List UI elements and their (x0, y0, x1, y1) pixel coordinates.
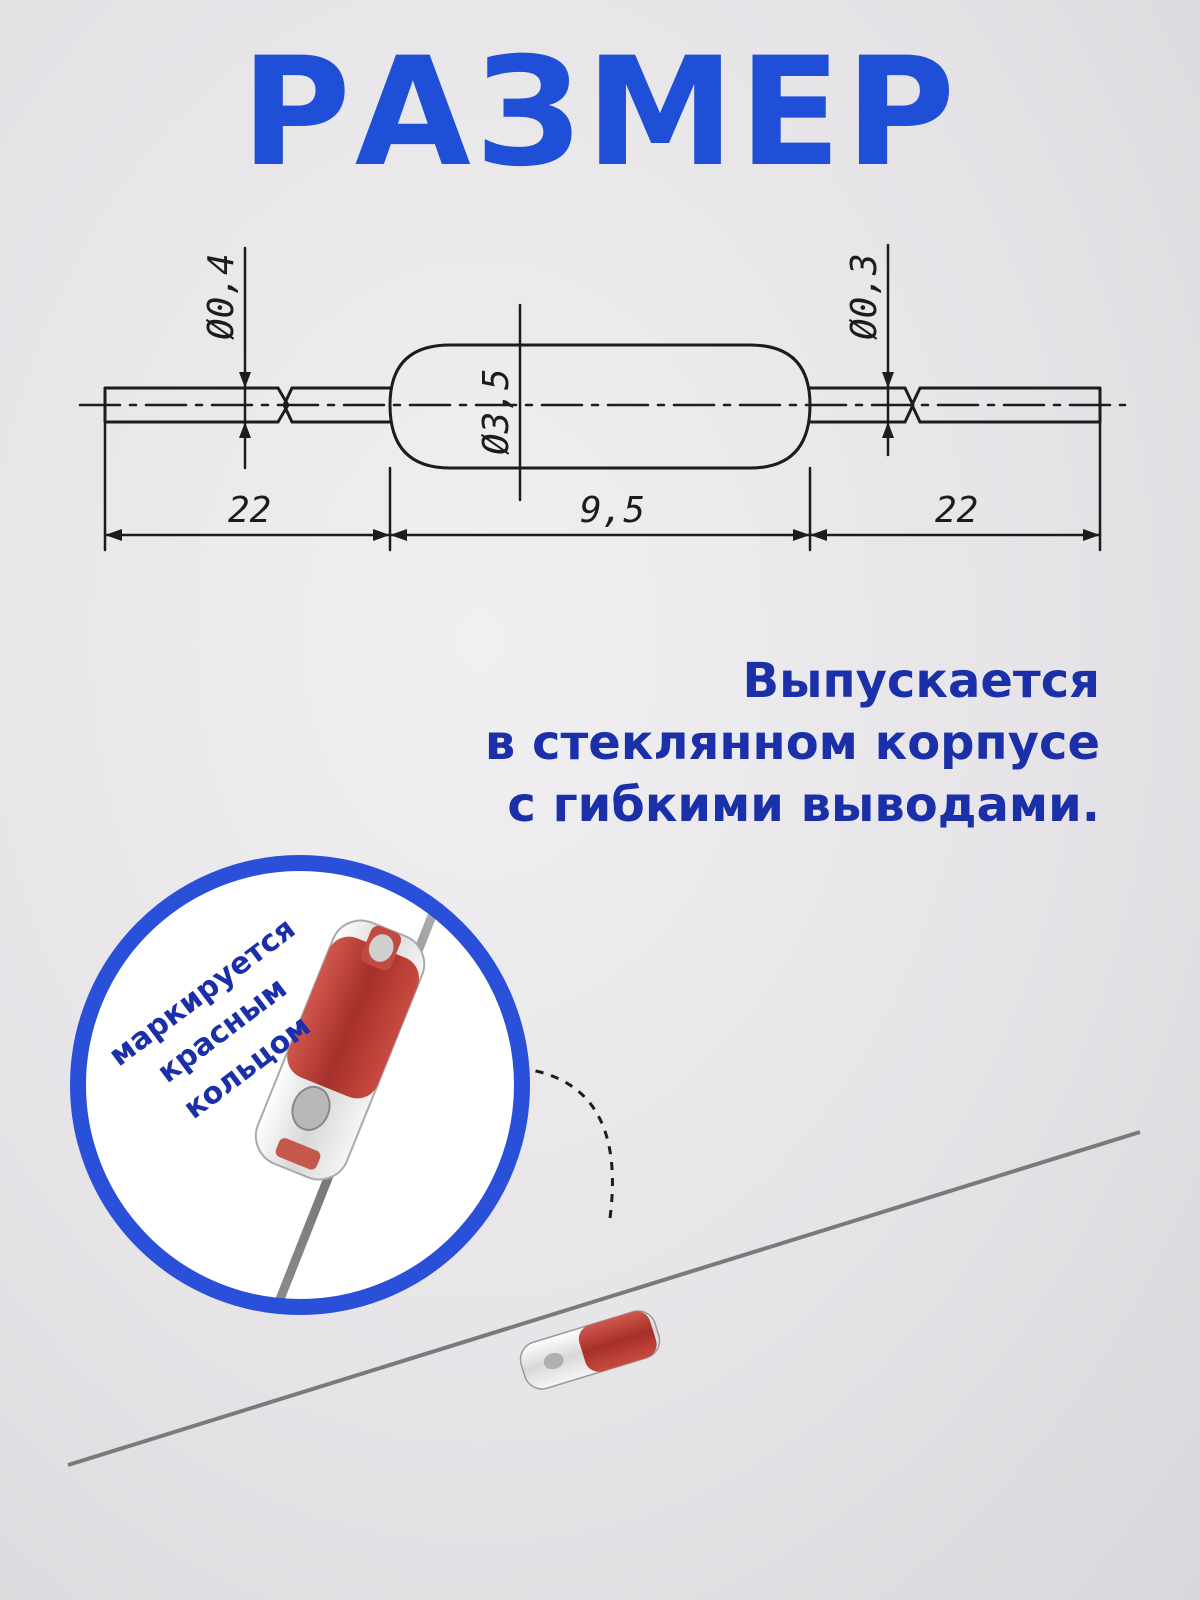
component-body (388, 343, 812, 470)
description-line: Выпускается (742, 653, 1100, 709)
dim-lead-right: 22 (935, 490, 978, 531)
dia-body: Ø3,5 (476, 368, 517, 455)
extension-lines (103, 420, 1102, 552)
description-line: в стеклянном корпусе (484, 715, 1100, 771)
magnifier-circle (70, 855, 530, 1315)
dia-lead-left: Ø0,4 (201, 253, 242, 340)
description: Выпускается в стеклянном корпусе с гибки… (485, 650, 1100, 836)
dim-lead-left: 22 (228, 490, 271, 531)
dim-body: 9,5 (580, 490, 645, 531)
page-title: РАЗМЕР (240, 26, 960, 200)
description-line: с гибкими выводами. (507, 777, 1100, 833)
lead-wire (67, 1130, 1141, 1467)
dia-lead-right: Ø0,3 (844, 253, 885, 340)
small-component (519, 1310, 661, 1390)
dimension-drawing: 22 9,5 22 Ø0,4 Ø3,5 Ø0,3 (78, 243, 1127, 552)
component-illustration: маркируется красным кольцом (67, 855, 1141, 1467)
